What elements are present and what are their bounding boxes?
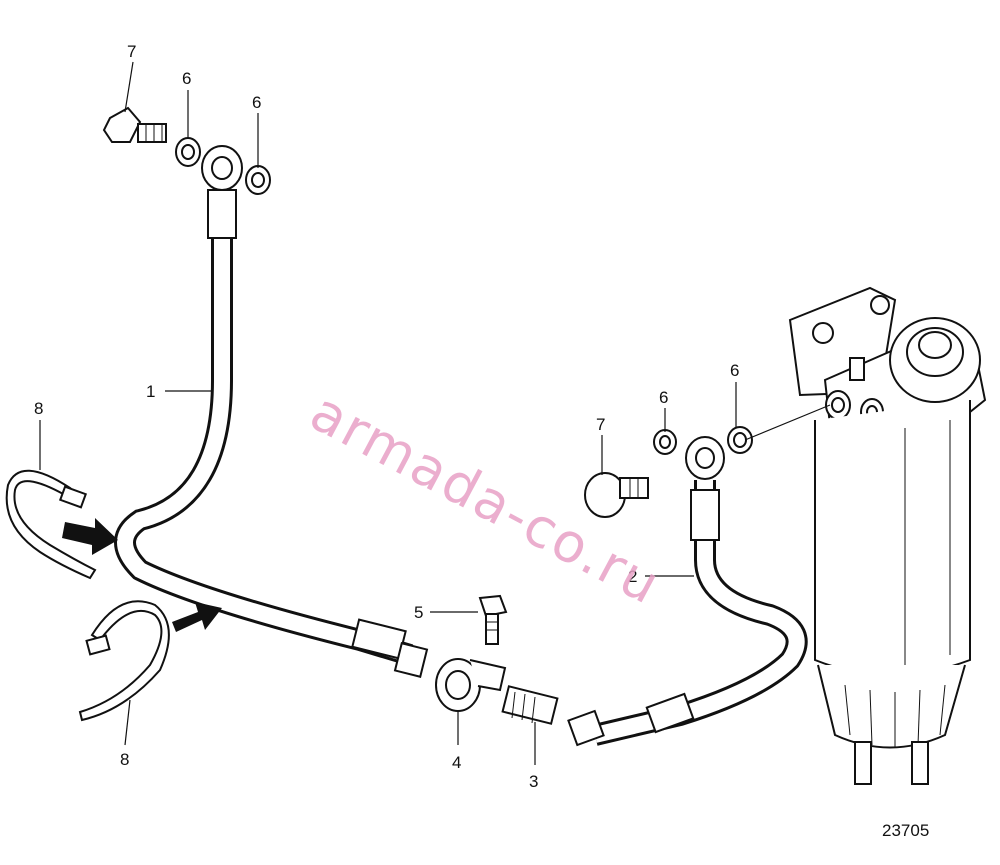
callout-6-top-left: 6 [182,69,191,88]
callout-6-right-left: 6 [659,388,668,407]
callout-8-lower: 8 [120,750,129,769]
banjo-eye-right [685,436,725,480]
union-fitting [501,685,559,725]
banjo-eye-top [201,145,243,191]
fuel-filter-assembly [788,286,987,785]
hose-connector-nut [393,642,429,678]
hose-1 [114,189,414,666]
sealing-washer-top-left [175,137,201,167]
sealing-washer-top-right [245,165,271,195]
arrow-upper [62,518,118,555]
callouts: 7 6 6 1 8 7 6 6 2 5 4 3 8 [34,42,739,791]
callout-3: 3 [529,772,538,791]
callout-7-top: 7 [127,42,136,61]
callout-2: 2 [628,567,637,586]
cable-tie-lower [78,600,170,722]
callout-6-right-right: 6 [730,361,739,380]
callout-1: 1 [146,382,155,401]
banjo-bolt-top [102,106,167,143]
arrow-lower [172,602,222,632]
clamp-bolt [478,594,508,645]
callout-4: 4 [452,753,461,772]
direction-arrows [62,518,222,632]
sealing-washer-right-left [653,429,677,455]
figure-number: 23705 [882,821,929,840]
banjo-bolt-right [584,472,649,518]
callout-8-upper: 8 [34,399,43,418]
callout-6-top-right: 6 [252,93,261,112]
leader-lines [39,61,831,765]
hose-2 [567,480,808,747]
callout-5: 5 [414,603,423,622]
cable-tie-upper [5,469,97,580]
sealing-washer-right-right [727,426,753,454]
callout-7-right: 7 [596,415,605,434]
hose-clamp [435,658,507,712]
